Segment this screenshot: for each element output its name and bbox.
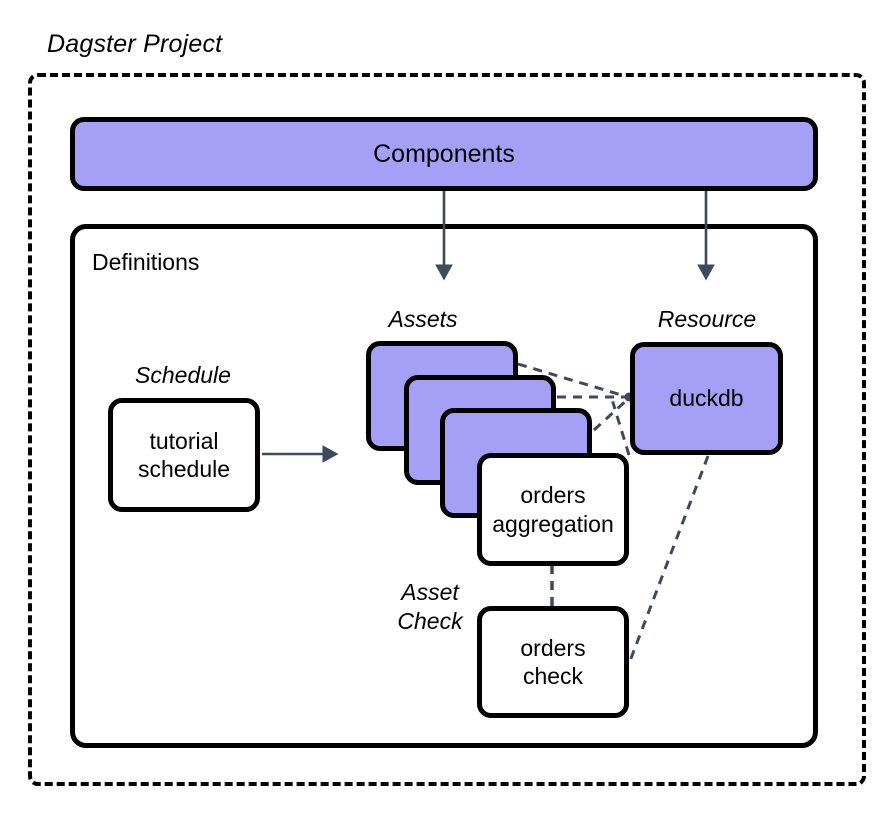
orders-check-line1: orders [520, 634, 586, 661]
asset-check-caption-line1: Asset [401, 579, 459, 605]
asset-check-caption-line2: Check [397, 607, 463, 634]
assets-caption: Assets [388, 306, 458, 332]
resource-caption: Resource [657, 306, 757, 332]
orders-aggregation-line2: aggregation [492, 510, 614, 537]
tutorial-schedule-line2: schedule [137, 456, 231, 482]
asset-check-caption: Asset Check [382, 578, 478, 636]
orders-check-node[interactable]: orders check [477, 606, 629, 718]
tutorial-schedule-line1: tutorial [149, 427, 219, 454]
orders-check-label: orders check [520, 634, 585, 690]
orders-check-line2: check [522, 663, 584, 689]
tutorial-schedule-node[interactable]: tutorial schedule [108, 398, 260, 512]
orders-aggregation-label: orders aggregation [492, 481, 614, 537]
project-title: Dagster Project [47, 30, 223, 58]
tutorial-schedule-label: tutorial schedule [138, 427, 230, 483]
definitions-label: Definitions [92, 249, 200, 275]
dagster-project-frame [28, 73, 866, 786]
orders-aggregation-node[interactable]: orders aggregation [477, 453, 629, 566]
components-box[interactable]: Components [70, 117, 818, 191]
duckdb-node[interactable]: duckdb [630, 342, 783, 455]
schedule-caption: Schedule [135, 362, 231, 388]
orders-aggregation-line1: orders [520, 482, 586, 509]
